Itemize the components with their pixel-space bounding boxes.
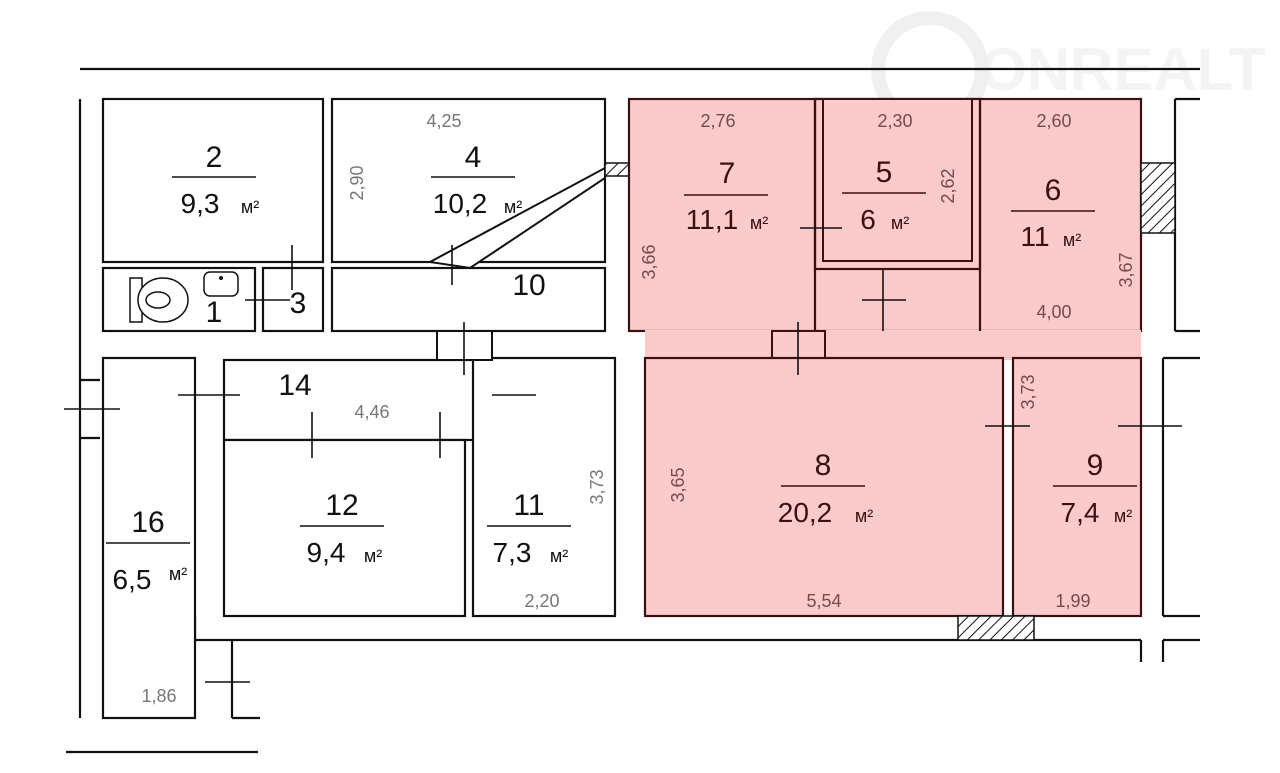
svg-text:20,2: 20,2 [778,497,833,528]
svg-text:3,73: 3,73 [587,469,607,504]
svg-text:4,00: 4,00 [1036,302,1071,322]
svg-text:м²: м² [504,197,522,217]
svg-text:м²: м² [750,213,768,233]
svg-text:2,76: 2,76 [700,111,735,131]
svg-text:11: 11 [1020,221,1049,252]
svg-text:14: 14 [278,369,311,402]
room-10 [330,266,607,333]
svg-text:2,62: 2,62 [938,168,958,203]
svg-text:9,3: 9,3 [181,188,220,219]
room-2 [101,97,325,264]
room-labels: 2 9,3 м² 4 10,2 м² 1 3 10 7 11,1 м² 5 6 м² 6… [106,141,1137,595]
svg-text:12: 12 [325,489,358,522]
svg-text:м²: м² [855,506,873,526]
svg-text:м²: м² [1063,230,1081,250]
svg-text:6: 6 [1045,174,1062,207]
svg-text:4,46: 4,46 [354,402,389,422]
room-number: 2 [206,141,223,174]
svg-text:м²: м² [891,213,909,233]
svg-text:1,86: 1,86 [141,686,176,706]
svg-text:10,2: 10,2 [433,188,488,219]
svg-text:3: 3 [290,287,307,320]
diagonal-wall [426,166,606,270]
svg-text:2,30: 2,30 [877,111,912,131]
svg-text:8: 8 [815,449,832,482]
svg-text:4: 4 [465,141,482,174]
svg-text:м²: м² [1114,506,1132,526]
toilet-icon [129,277,189,323]
svg-text:4,25: 4,25 [426,111,461,131]
svg-text:м²: м² [364,546,382,566]
svg-text:2,90: 2,90 [347,165,367,200]
svg-text:6: 6 [860,204,876,235]
svg-text:3,67: 3,67 [1116,252,1136,287]
room-12 [222,438,467,618]
svg-text:2,20: 2,20 [524,591,559,611]
svg-text:5,54: 5,54 [806,591,841,611]
svg-text:м²: м² [550,546,568,566]
svg-text:5: 5 [876,156,893,189]
svg-text:7: 7 [719,157,736,190]
svg-text:11,1: 11,1 [686,204,738,235]
room-16 [101,356,197,720]
svg-text:10: 10 [512,269,545,302]
svg-text:9: 9 [1087,449,1104,482]
svg-text:1,99: 1,99 [1055,591,1090,611]
svg-text:3,73: 3,73 [1018,374,1038,409]
dimension-labels: 4,25 2,90 2,76 2,30 2,62 2,60 3,66 3,67 … [141,111,1136,706]
sink-icon [203,271,239,297]
svg-text:6,5: 6,5 [113,564,152,595]
svg-text:3,65: 3,65 [668,467,688,502]
svg-text:7,3: 7,3 [493,537,532,568]
svg-text:16: 16 [131,506,164,539]
svg-text:м²: м² [169,564,187,584]
door-markers [64,227,1182,683]
svg-text:2,60: 2,60 [1036,111,1071,131]
room-9 [1011,356,1143,618]
svg-text:1: 1 [206,296,223,329]
svg-text:9,4: 9,4 [307,537,346,568]
room-4 [330,97,607,264]
svg-text:м²: м² [241,197,259,217]
svg-text:7,4: 7,4 [1061,497,1100,528]
svg-text:3,66: 3,66 [639,244,659,279]
room-11 [471,356,617,618]
svg-text:11: 11 [513,489,544,522]
room-8 [643,356,1005,618]
